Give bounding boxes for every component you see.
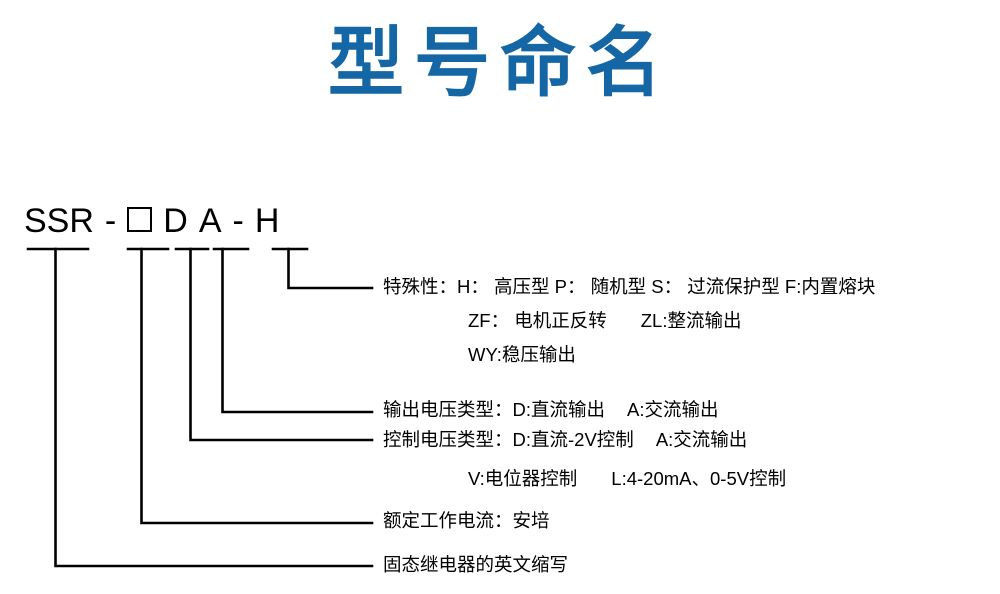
desc-special: 特殊性：H： 高压型 P： 随机型 S： 过流保护型 F:内置熔块 — [383, 276, 876, 297]
desc-control-voltage-option-v: V:电位器控制 — [468, 468, 578, 489]
desc-special-wy: WY:稳压输出 — [468, 344, 576, 365]
desc-control-voltage-option-l: L:4-20mA、0-5V控制 — [611, 468, 787, 489]
desc-output-voltage: 输出电压类型：D:直流输出 A:交流输出 — [383, 399, 719, 420]
leader-control-voltage — [189, 247, 374, 442]
desc-rated-current: 额定工作电流：安培 — [383, 510, 550, 531]
desc-control-voltage-line2: V:电位器控制 L:4-20mA、0-5V控制 — [468, 468, 787, 489]
desc-special-line2: ZF： 电机正反转 ZL:整流输出 — [468, 310, 742, 331]
desc-output-voltage-option-a: A:交流输出 — [627, 399, 719, 420]
page-title: 型号命名 — [328, 21, 672, 106]
model-code: SSR - D A - H — [24, 200, 279, 242]
model-code-token-a: A — [198, 201, 222, 240]
desc-control-voltage: 控制电压类型：D:直流-2V控制 A:交流输出 — [383, 429, 748, 450]
desc-control-voltage-option-d: D:直流-2V控制 — [512, 429, 634, 450]
desc-special-options: H： 高压型 P： 随机型 S： 过流保护型 F:内置熔块 — [457, 276, 876, 297]
desc-rated-current-label: 额定工作电流： — [383, 510, 513, 531]
desc-special-zf: ZF： 电机正反转 — [468, 310, 607, 331]
desc-control-voltage-label: 控制电压类型： — [383, 429, 513, 450]
model-code-token-dash-1: - — [104, 201, 117, 240]
desc-rated-current-unit: 安培 — [512, 510, 550, 531]
desc-abbreviation: 固态继电器的英文缩写 — [383, 554, 569, 575]
model-code-placeholder-box — [127, 206, 153, 232]
desc-special-zl: ZL:整流输出 — [640, 310, 742, 331]
desc-output-voltage-option-d: D:直流输出 — [512, 399, 606, 420]
model-code-token-d: D — [163, 201, 188, 240]
desc-special-line3: WY:稳压输出 — [468, 344, 576, 365]
leader-abbreviation — [54, 247, 374, 568]
leader-special — [287, 247, 374, 290]
desc-output-voltage-label: 输出电压类型： — [383, 399, 513, 420]
leader-output-voltage — [221, 247, 374, 414]
model-code-token-ssr: SSR — [24, 201, 94, 240]
model-code-token-h: H — [254, 201, 280, 240]
desc-control-voltage-option-a: A:交流输出 — [655, 429, 748, 450]
leader-rated-current — [140, 247, 374, 525]
model-code-token-dash-2: - — [232, 201, 244, 240]
desc-abbreviation-text: 固态继电器的英文缩写 — [383, 554, 569, 575]
desc-special-label: 特殊性： — [383, 276, 458, 297]
